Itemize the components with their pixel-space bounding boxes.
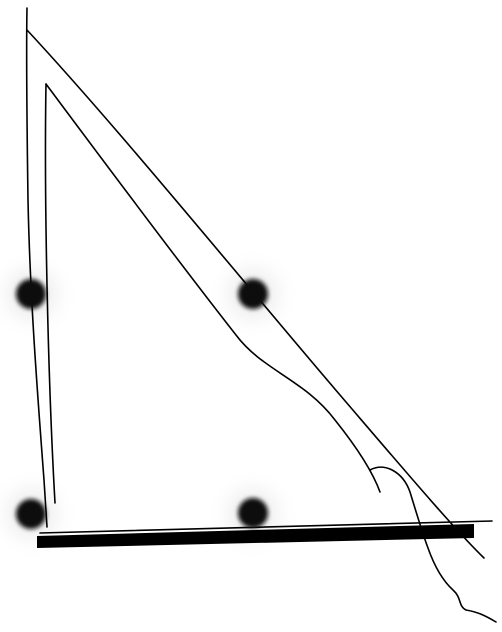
dot-top-left [16,279,46,309]
dot-bottom-right [238,498,268,528]
outer-left-edge [27,8,47,527]
dot-top-right [238,279,268,309]
inner-hypotenuse [46,84,380,492]
wavy-scribble [370,467,496,622]
dot-bottom-left [16,499,46,529]
